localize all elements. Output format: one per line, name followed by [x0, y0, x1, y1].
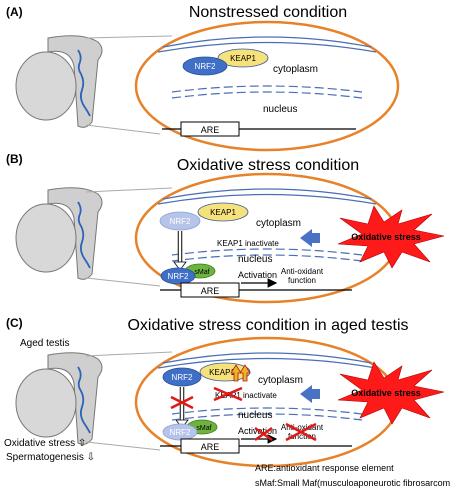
nrf2-protein: [162, 367, 202, 387]
nucleus-label: nucleus: [238, 410, 272, 421]
testis-icon: [15, 187, 103, 280]
keap1-label: KEAP1: [210, 208, 236, 217]
cytoplasm-label: cytoplasm: [258, 375, 303, 386]
antioxidant-label-line1: Anti-oxidant: [281, 423, 324, 432]
antioxidant-label-line2: function: [288, 432, 316, 441]
panel-b-title: Oxidative stress condition: [177, 157, 359, 174]
zoom-line-top: [85, 351, 173, 357]
oxidative-stress-burst: [337, 361, 445, 425]
nrf2-label: NRF2: [195, 62, 216, 71]
nuclear-membrane: [171, 248, 363, 256]
cell-membrane: [162, 188, 372, 200]
antioxidant-label-line2: function: [288, 276, 316, 285]
keap1-label: KEAP1: [230, 54, 256, 63]
nrf2-label: NRF2: [168, 272, 189, 281]
cytoplasm-label: cytoplasm: [256, 218, 301, 229]
oxidative-stress-label: Oxidative stress: [351, 388, 421, 398]
cell-membrane: [162, 352, 372, 364]
nuclear-membrane: [171, 85, 363, 93]
cell-outline: [134, 336, 400, 468]
panel-b-label: (B): [6, 152, 23, 166]
zoom-line-bottom: [85, 124, 161, 135]
cell-membrane: [162, 36, 372, 48]
smaf-label: sMaf: [196, 425, 211, 432]
cytoplasm-label: cytoplasm: [273, 64, 318, 75]
panel-a: (A) Nonstressed condition KEAP1 NRF2 cyt…: [6, 4, 400, 152]
are-label: ARE: [201, 286, 220, 296]
antioxidant-label-line1: Anti-oxidant: [281, 267, 324, 276]
oxidative-stress-burst: [337, 205, 445, 269]
nrf2-protein-faded: [159, 211, 201, 231]
keap1-inactivate-label: KEAP1 inactivate: [217, 239, 279, 248]
nrf2-protein: [182, 56, 228, 76]
nucleus-label: nucleus: [238, 254, 272, 265]
nrf2-label: NRF2: [172, 373, 193, 382]
nucleus-label: nucleus: [263, 104, 297, 115]
smaf-label: sMaf: [194, 269, 209, 276]
nrf2-protein: [160, 267, 196, 285]
keap1-inactivate-label: KEAP1 inactivate: [215, 391, 277, 400]
nrf2-label: NRF2: [170, 217, 191, 226]
up-arrow-icon: [230, 364, 242, 382]
panel-c-subtitle: Aged testis: [20, 338, 69, 349]
zoom-line-bottom: [85, 277, 161, 287]
zoom-line-top: [85, 35, 173, 39]
panel-c: (C) Oxidative stress condition in aged t…: [4, 316, 445, 468]
are-label: ARE: [201, 442, 220, 452]
nrf2-label: NRF2: [170, 428, 191, 437]
are-label: ARE: [201, 125, 220, 135]
nrf2-protein-faded: [162, 423, 198, 441]
keap1-label: KEAP1: [209, 368, 235, 377]
legend-smaf: sMaf:Small Maf(musculoaponeurotic fibros…: [255, 478, 450, 488]
panel-c-label: (C): [6, 316, 23, 330]
legend-are: ARE:antioxidant response element: [255, 463, 394, 473]
zoom-line-bottom: [85, 441, 161, 451]
nuclear-membrane: [171, 407, 363, 415]
activation-label: Activation: [238, 270, 277, 280]
spermatogenesis-status: Spermatogenesis ⇩: [6, 452, 95, 463]
up-arrow-icon: [239, 364, 251, 382]
panel-b: (B) Oxidative stress condition KEAP1 NRF…: [6, 152, 445, 304]
panel-c-title: Oxidative stress condition in aged testi…: [127, 317, 408, 334]
cell-outline: [134, 20, 400, 152]
testis-icon: [15, 352, 103, 445]
oxidative-stress-label: Oxidative stress: [351, 232, 421, 242]
panel-a-title: Nonstressed condition: [189, 4, 347, 21]
are-box: [180, 282, 240, 298]
keap1-protein: [217, 48, 269, 68]
are-box: [180, 438, 240, 454]
are-box: [180, 121, 240, 137]
oxidative-stress-status: Oxidative stress ⇧: [4, 438, 86, 449]
panel-a-label: (A): [6, 5, 23, 19]
testis-icon: [15, 35, 103, 128]
keap1-protein: [197, 202, 249, 222]
zoom-line-top: [85, 187, 173, 193]
